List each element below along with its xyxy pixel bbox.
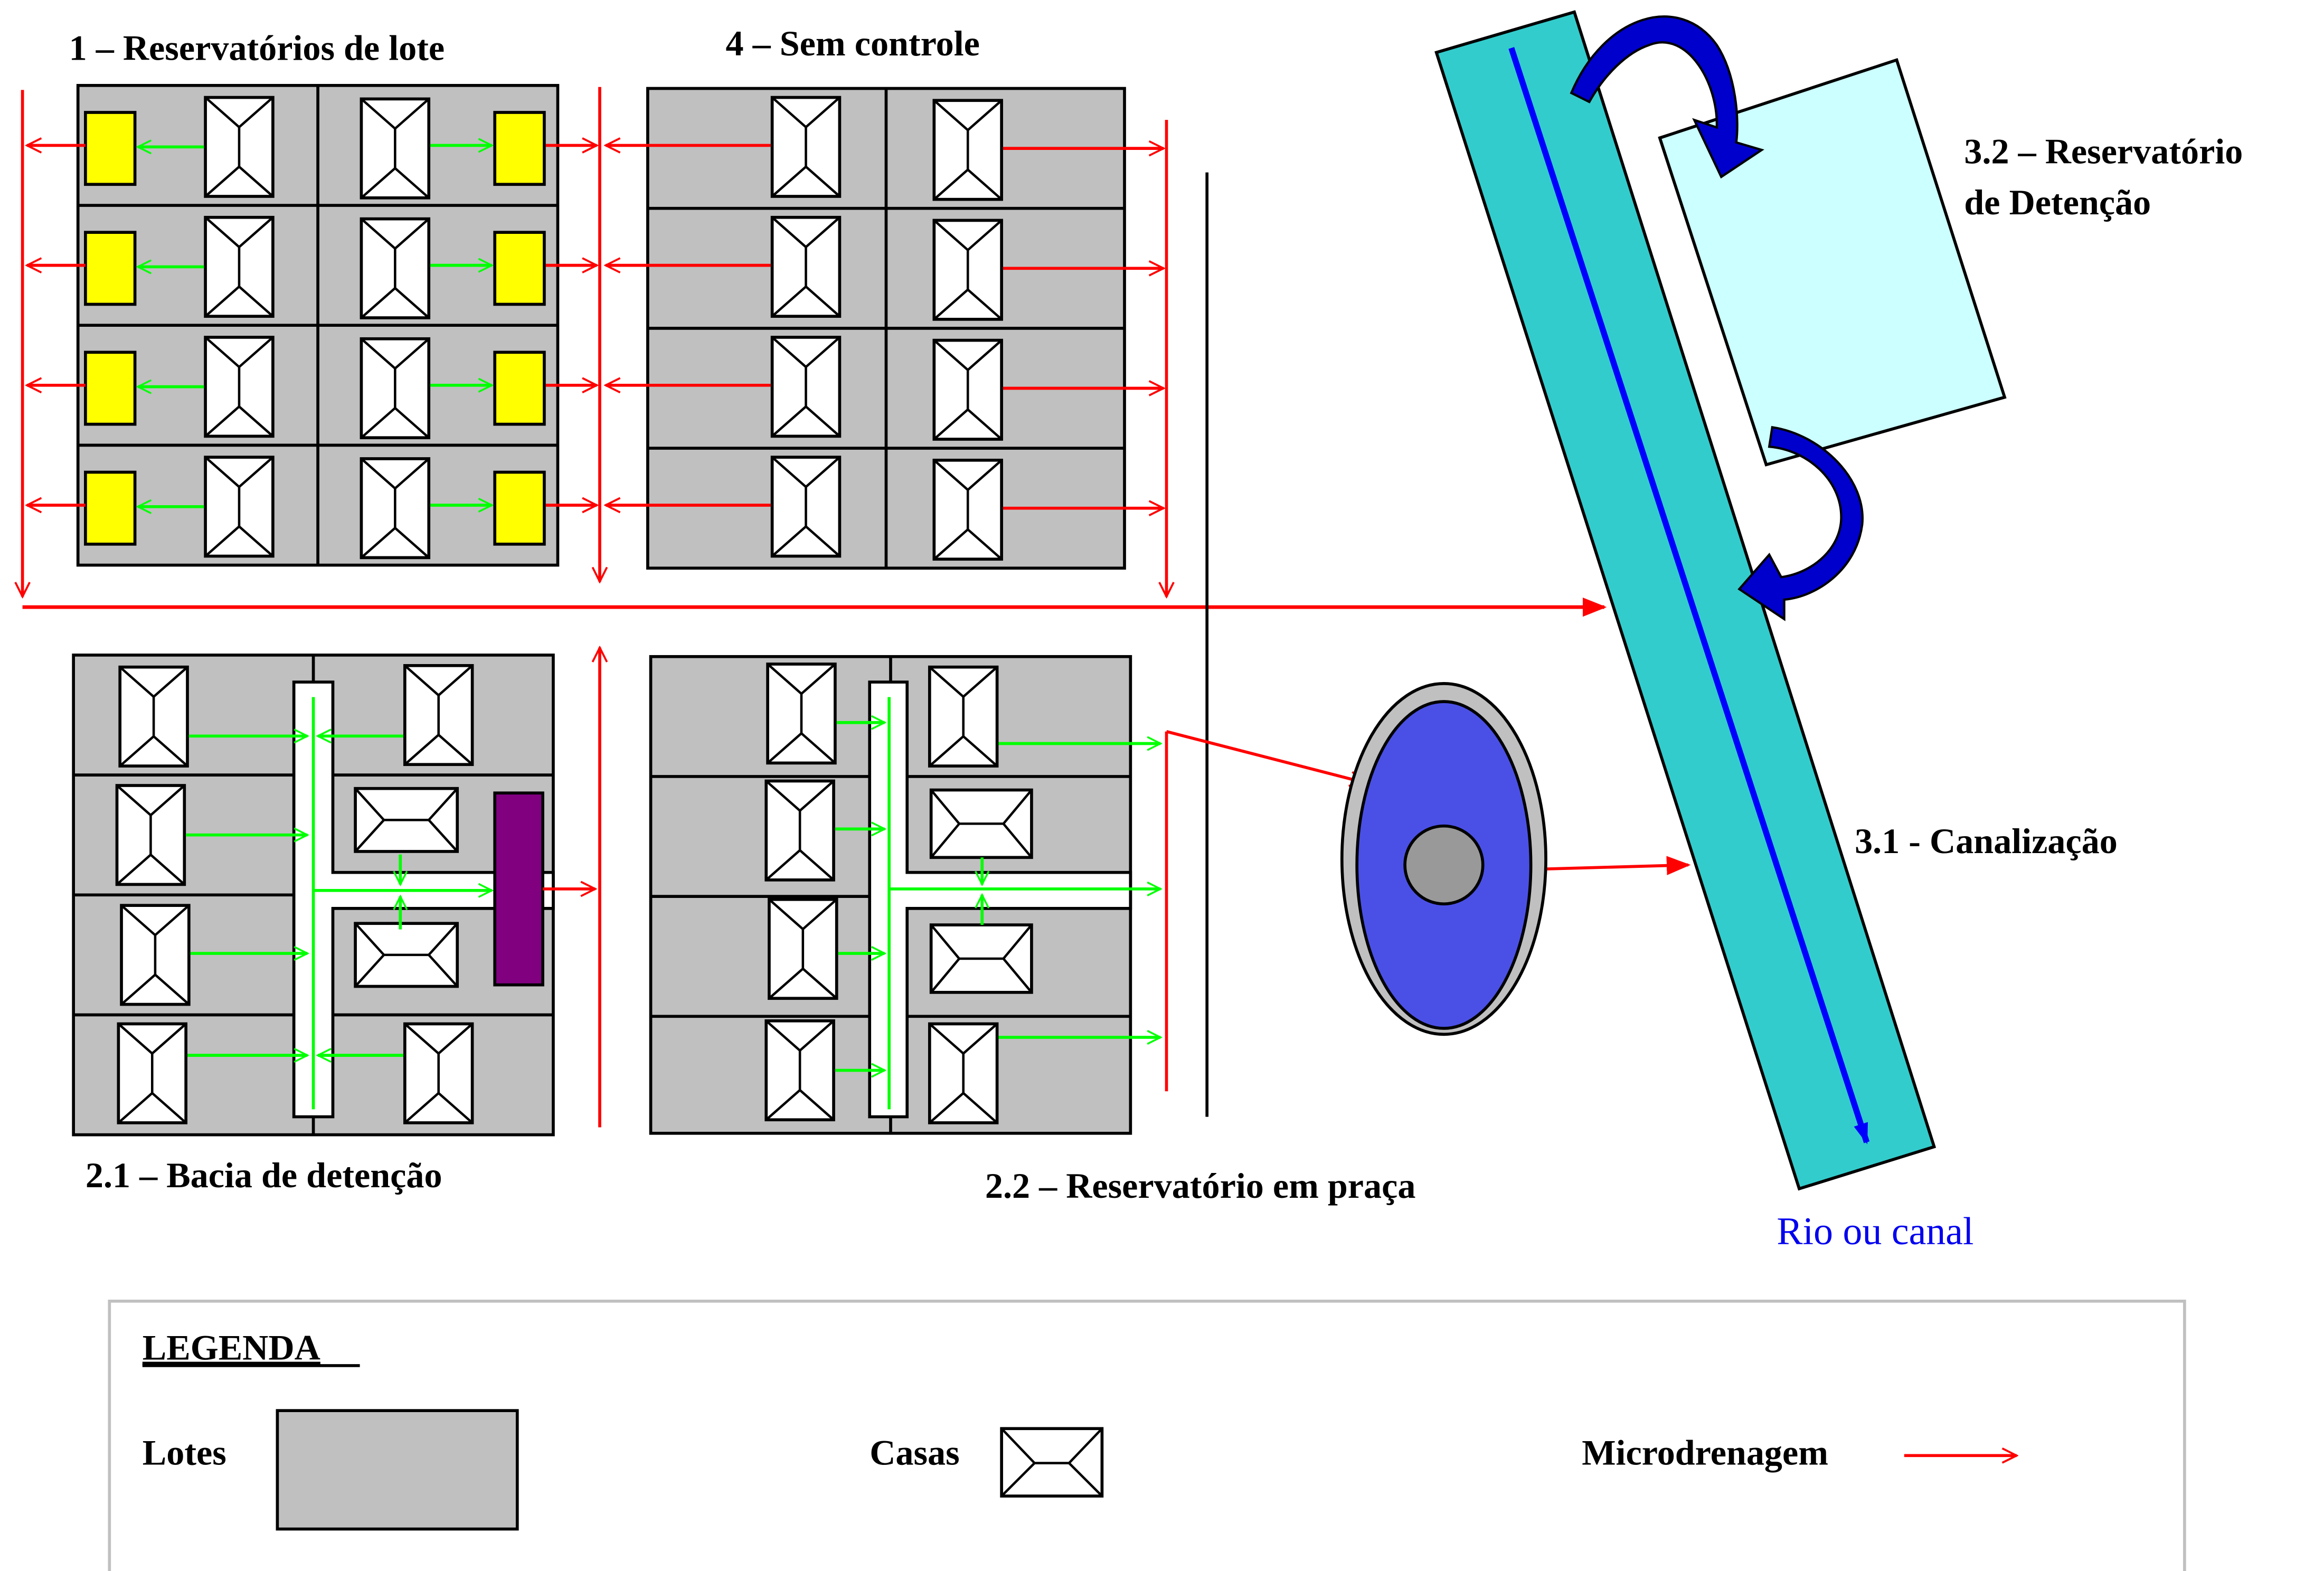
lot-reservoir [84, 470, 137, 546]
lot-reservoir [493, 351, 546, 426]
house-icon [764, 1019, 835, 1122]
house-icon [354, 922, 459, 988]
square-reservoir [1340, 682, 1547, 1036]
house-icon [770, 456, 842, 558]
lot-reservoir [84, 111, 137, 186]
house-icon [929, 923, 1033, 994]
house-icon [117, 1022, 187, 1124]
house-icon [928, 665, 999, 768]
house-icon [204, 215, 275, 318]
house-icon [360, 97, 431, 200]
house-icon [770, 336, 842, 438]
title-sem-controle: 4 – Sem controle [726, 23, 980, 63]
house-icon [204, 336, 275, 438]
house-icon [932, 219, 1003, 321]
house-icon [932, 458, 1003, 561]
house-icon [929, 788, 1033, 859]
house-icon [403, 1022, 474, 1124]
house-icon [932, 99, 1003, 201]
label-rio-ou-canal: Rio ou canal [1777, 1209, 1973, 1253]
block-sem-controle [606, 87, 1163, 570]
house-icon [360, 217, 431, 319]
house-icon [932, 338, 1003, 441]
detention-basin [493, 791, 544, 987]
block-bacia-de-detencao [72, 654, 595, 1137]
lot-reservoir [84, 351, 137, 426]
house-icon [928, 1022, 999, 1124]
lot-reservoir [493, 111, 546, 186]
canal [1434, 10, 1936, 1191]
lot-reservoir [84, 231, 137, 306]
title-reservatorios-de-lote: 1 – Reservatórios de lote [69, 28, 445, 68]
title-canalizacao: 3.1 - Canalização [1855, 821, 2118, 861]
house-icon [204, 96, 275, 198]
street [868, 680, 1132, 1119]
legend-label-casas: Casas [870, 1432, 959, 1472]
diversion-arrow-in [1570, 15, 1764, 179]
legend-label-lotes: Lotes [143, 1432, 226, 1472]
house-icon [768, 897, 838, 1000]
block-reservatorio-em-praca [649, 655, 1161, 1135]
house-icon [120, 904, 191, 1006]
lot-reservoir [493, 470, 546, 546]
house-icon [204, 456, 275, 558]
microdrainage-network [23, 87, 1691, 1128]
title-reservatorio-detencao-2: de Detenção [1964, 182, 2151, 222]
house-icon [403, 664, 474, 766]
diversion-arrow-out [1737, 425, 1864, 621]
house-icon [360, 457, 431, 560]
title-bacia-de-detencao: 2.1 – Bacia de detenção [86, 1155, 442, 1195]
legend: LEGENDA Lotes Casas Microdrenagem [108, 1300, 2186, 1571]
lot-swatch [276, 1409, 519, 1531]
house-icon [770, 96, 842, 198]
house-icon [766, 663, 837, 765]
legend-label-microdrenagem: Microdrenagem [1582, 1432, 1828, 1472]
house-icon [354, 787, 459, 853]
canal-flow-arrow [1508, 47, 1870, 1144]
title-reservatorio-em-praca: 2.2 – Reservatório em praça [985, 1166, 1416, 1206]
block-reservatorios-de-lote [27, 84, 597, 567]
detention-reservoir [1570, 15, 2007, 621]
title-reservatorio-detencao-1: 3.2 – Reservatório [1964, 131, 2243, 172]
house-icon [770, 215, 842, 318]
house-icon [115, 784, 186, 886]
house-icon [764, 779, 835, 882]
legend-title: LEGENDA [143, 1328, 320, 1368]
street [292, 680, 555, 1119]
lot-reservoir [493, 231, 546, 306]
house-icon [360, 337, 431, 440]
house-icon [1000, 1427, 1104, 1498]
house-icon [118, 665, 189, 768]
